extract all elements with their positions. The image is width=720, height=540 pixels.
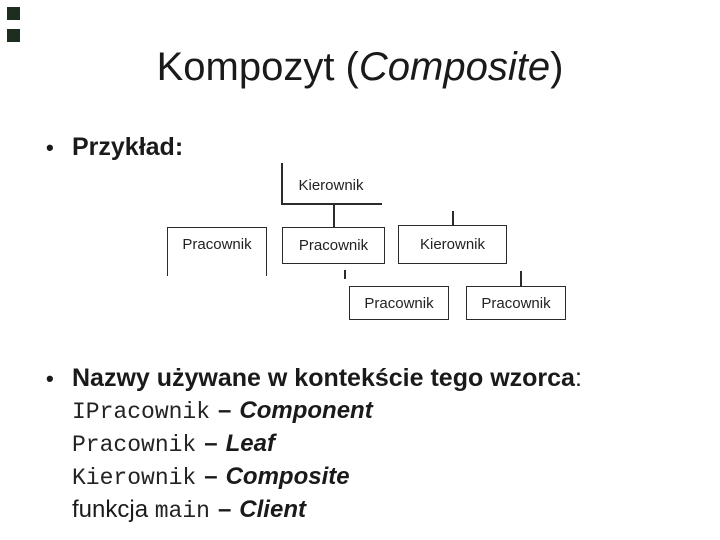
node-root-label: Kierownik xyxy=(298,177,364,194)
connector-root-to-child xyxy=(333,204,335,227)
bullet-marker-example: • xyxy=(46,135,54,160)
mapping-code: Kierownik xyxy=(72,465,197,491)
mapping-term: Client xyxy=(239,496,306,523)
node-pracownik-1: Pracownik xyxy=(167,227,267,276)
mapping-term: Component xyxy=(239,397,373,424)
decor-square-top xyxy=(7,7,20,20)
title-emphasis: Composite xyxy=(358,45,551,89)
mapping-prefix: funkcja xyxy=(72,496,155,523)
connector-above-pracownik-4 xyxy=(344,270,346,279)
names-heading-bold: Nazwy używane w kontekście tego wzorca xyxy=(72,364,575,392)
mapping-dash: – xyxy=(204,463,218,490)
node-label: Pracownik xyxy=(481,294,551,312)
mapping-code: IPracownik xyxy=(72,399,211,425)
mapping-dash: – xyxy=(204,430,218,457)
node-label: Pracownik xyxy=(298,237,369,254)
mapping-term: Leaf xyxy=(225,430,275,457)
mapping-dash: – xyxy=(217,496,232,523)
root-bottom-line xyxy=(281,203,382,205)
node-pracownik-4: Pracownik xyxy=(466,286,566,320)
node-pracownik-3: Pracownik xyxy=(349,286,449,320)
example-heading: Przykład: xyxy=(72,133,184,161)
mapping-row-leaf: Pracownik–Leaf xyxy=(72,427,275,462)
title-prefix: Kompozyt ( xyxy=(156,45,359,89)
names-heading: Nazwy używane w kontekście tego wzorca: xyxy=(72,363,582,393)
node-label: Pracownik xyxy=(364,294,434,312)
mapping-row-composite: Kierownik–Composite xyxy=(72,460,350,495)
bullet-marker-names: • xyxy=(46,366,54,391)
root-left-line xyxy=(281,163,283,204)
mapping-code: Pracownik xyxy=(72,432,197,458)
names-heading-colon: : xyxy=(574,364,582,392)
node-label: Kierownik xyxy=(419,236,486,253)
mapping-row-client: funkcja main–Client xyxy=(72,493,306,528)
mapping-term: Composite xyxy=(225,463,350,490)
page-title: Kompozyt (Composite) xyxy=(0,44,720,90)
node-kierownik-2: Kierownik xyxy=(398,225,507,264)
connector-above-pracownik-5 xyxy=(520,271,522,286)
decor-square-bottom xyxy=(7,29,20,42)
node-label: Pracownik xyxy=(182,236,252,253)
mapping-dash: – xyxy=(218,397,232,424)
connector-above-kierownik xyxy=(452,211,454,227)
title-suffix: ) xyxy=(550,45,564,89)
mapping-row-component: IPracownik–Component xyxy=(72,394,373,429)
mapping-code: main xyxy=(154,498,210,524)
node-pracownik-2: Pracownik xyxy=(282,227,385,264)
